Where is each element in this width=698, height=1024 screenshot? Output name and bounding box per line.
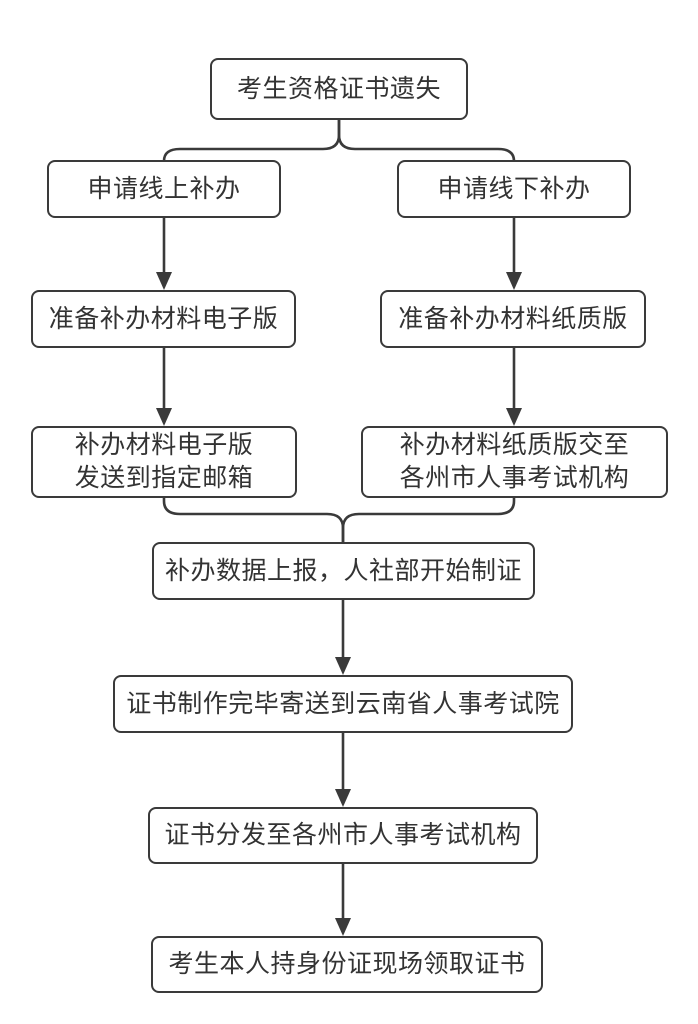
node-label: 补办数据上报，人社部开始制证 (164, 557, 522, 585)
node-apply-offline: 申请线下补办 (397, 160, 631, 218)
node-submit-to-agency: 补办材料纸质版交至 各州市人事考试机构 (361, 426, 668, 498)
arrow-report-to-made (335, 598, 351, 675)
node-label: 考生资格证书遗失 (236, 75, 441, 103)
node-label: 证书制作完毕寄送到云南省人事考试院 (126, 690, 560, 718)
arrow-online-to-prepare (156, 216, 172, 290)
merge-connector (162, 496, 516, 544)
node-data-report: 补办数据上报，人社部开始制证 (152, 542, 535, 600)
arrow-distributed-to-pickup (335, 862, 351, 936)
node-label: 补办材料电子版 (74, 432, 254, 459)
node-label: 准备补办材料电子版 (48, 305, 279, 333)
arrow-made-to-distributed (335, 731, 351, 807)
node-onsite-pickup: 考生本人持身份证现场领取证书 (151, 936, 543, 993)
node-label: 准备补办材料纸质版 (398, 305, 628, 333)
node-prepare-electronic: 准备补办材料电子版 (31, 290, 296, 348)
node-label: 发送到指定邮箱 (74, 465, 254, 492)
node-label: 证书分发至各州市人事考试机构 (164, 822, 522, 849)
arrow-prepare-to-agency (506, 346, 522, 426)
node-certificate-distributed: 证书分发至各州市人事考试机构 (148, 807, 538, 864)
node-certificate-lost: 考生资格证书遗失 (210, 58, 468, 120)
node-label: 申请线上补办 (87, 175, 241, 203)
node-prepare-paper: 准备补办材料纸质版 (380, 290, 646, 348)
arrow-prepare-to-email (156, 346, 172, 426)
node-label: 补办材料纸质版交至 (399, 432, 630, 459)
node-label: 申请线下补办 (437, 175, 591, 203)
node-send-to-email: 补办材料电子版 发送到指定邮箱 (31, 426, 297, 498)
node-apply-online: 申请线上补办 (47, 160, 281, 218)
split-connector (162, 118, 516, 163)
node-certificate-made: 证书制作完毕寄送到云南省人事考试院 (113, 675, 573, 733)
node-label: 考生本人持身份证现场领取证书 (168, 951, 526, 978)
node-label: 各州市人事考试机构 (399, 465, 630, 492)
arrow-offline-to-prepare (506, 216, 522, 290)
